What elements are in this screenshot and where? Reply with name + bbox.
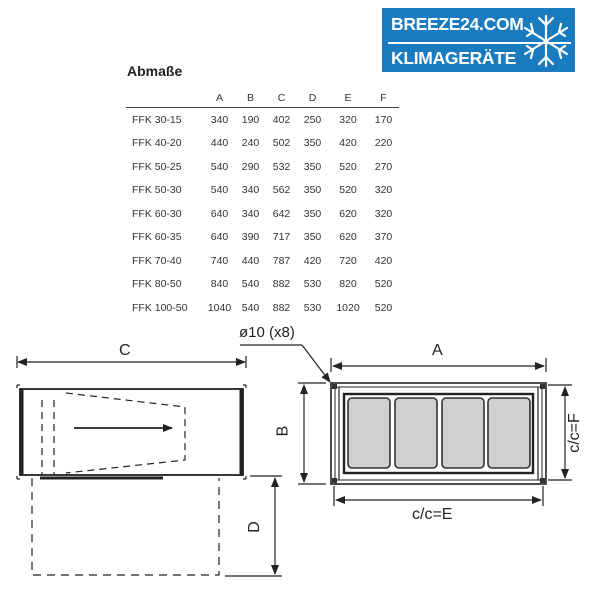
table-row: FFK 50-25 540 290 532 350 520 270 (126, 155, 399, 179)
cell-model: FFK 40-20 (132, 137, 182, 150)
cell-model: FFK 50-25 (132, 160, 182, 173)
cell-c: 402 (272, 113, 291, 126)
side-view (16, 356, 282, 577)
table-row: FFK 100-50 1040 540 882 530 1020 520 (126, 296, 399, 320)
cell-f: 320 (374, 207, 393, 220)
cell-d: 420 (303, 254, 322, 267)
cell-a: 440 (210, 137, 229, 150)
cell-b: 340 (241, 184, 260, 197)
cell-e: 520 (339, 160, 357, 173)
cell-c: 882 (272, 278, 291, 291)
cell-model: FFK 70-40 (132, 254, 182, 267)
cell-d: 350 (303, 184, 322, 197)
cell-a: 640 (210, 207, 229, 220)
cell-b: 440 (241, 254, 260, 267)
breeze24-logo: BREEZE24.COM KLIMAGERÄTE (382, 8, 575, 72)
header-b: B (246, 92, 254, 104)
cell-b: 290 (241, 160, 260, 173)
cell-model: FFK 80-50 (132, 278, 182, 291)
cell-d: 350 (303, 160, 322, 173)
cell-c: 787 (272, 254, 291, 267)
cell-e: 520 (339, 184, 357, 197)
label-e: c/c=E (412, 506, 453, 523)
cell-a: 540 (210, 160, 229, 173)
hole-note: ø10 (x8) (239, 324, 295, 341)
logo-line1: BREEZE24.COM (391, 14, 524, 34)
cell-a: 640 (210, 231, 229, 244)
cell-b: 540 (241, 278, 260, 291)
cell-e: 720 (339, 254, 357, 267)
label-c: C (119, 342, 131, 359)
dimensions-title: Abmaße (127, 63, 183, 79)
cell-e: 320 (339, 113, 357, 126)
cell-model: FFK 30-15 (132, 113, 182, 126)
cell-a: 740 (210, 254, 229, 267)
cell-c: 642 (272, 207, 291, 220)
cell-f: 220 (374, 137, 393, 150)
cell-d: 350 (303, 231, 322, 244)
label-a: A (432, 342, 443, 359)
cell-a: 840 (210, 278, 229, 291)
cell-d: 530 (303, 301, 322, 314)
table-row: FFK 30-15 340 190 402 250 320 170 (126, 108, 399, 132)
cell-c: 562 (272, 184, 291, 197)
header-c: C (277, 92, 286, 104)
table-row: FFK 60-30 640 340 642 350 620 320 (126, 202, 399, 226)
cell-f: 420 (374, 254, 393, 267)
cell-b: 340 (241, 207, 260, 220)
cell-model: FFK 100-50 (132, 301, 188, 314)
cell-e: 820 (339, 278, 357, 291)
table-row: FFK 80-50 840 540 882 530 820 520 (126, 273, 399, 297)
label-d: D (245, 521, 263, 533)
table-row: FFK 70-40 740 440 787 420 720 420 (126, 249, 399, 273)
cell-b: 540 (241, 301, 260, 314)
header-a: A (215, 92, 223, 104)
table-header-row: A B C D E F (126, 92, 399, 108)
cell-b: 240 (241, 137, 260, 150)
cell-c: 502 (272, 137, 291, 150)
logo-line2: KLIMAGERÄTE (391, 48, 517, 68)
table-row: FFK 40-20 440 240 502 350 420 220 (126, 132, 399, 156)
cell-d: 530 (303, 278, 322, 291)
cell-d: 250 (303, 113, 322, 126)
cell-e: 420 (339, 137, 357, 150)
front-view (240, 344, 572, 506)
header-f: F (380, 92, 387, 104)
snowflake-icon (523, 14, 569, 68)
cell-c: 532 (272, 160, 291, 173)
table-row: FFK 60-35 640 390 717 350 620 370 (126, 226, 399, 250)
cell-a: 340 (210, 113, 229, 126)
cell-e: 620 (339, 231, 357, 244)
cell-b: 390 (241, 231, 260, 244)
cell-e: 1020 (336, 301, 360, 314)
cell-model: FFK 50-30 (132, 184, 182, 197)
cell-f: 170 (374, 113, 393, 126)
cell-model: FFK 60-35 (132, 231, 182, 244)
cell-model: FFK 60-30 (132, 207, 182, 220)
header-d: D (308, 92, 317, 104)
cell-f: 520 (374, 301, 393, 314)
cell-e: 620 (339, 207, 357, 220)
cell-b: 190 (241, 113, 260, 126)
cell-f: 520 (374, 278, 393, 291)
cell-f: 370 (374, 231, 393, 244)
header-e: E (344, 92, 352, 104)
table-row: FFK 50-30 540 340 562 350 520 320 (126, 179, 399, 203)
label-f: c/c=F (565, 413, 583, 453)
cell-c: 882 (272, 301, 291, 314)
cell-a: 1040 (207, 301, 232, 314)
cell-f: 320 (374, 184, 393, 197)
cell-a: 540 (210, 184, 229, 197)
cell-d: 350 (303, 137, 322, 150)
cell-d: 350 (303, 207, 322, 220)
label-b: B (274, 425, 292, 437)
cell-f: 270 (374, 160, 393, 173)
cell-c: 717 (272, 231, 291, 244)
logo-divider (388, 42, 571, 44)
